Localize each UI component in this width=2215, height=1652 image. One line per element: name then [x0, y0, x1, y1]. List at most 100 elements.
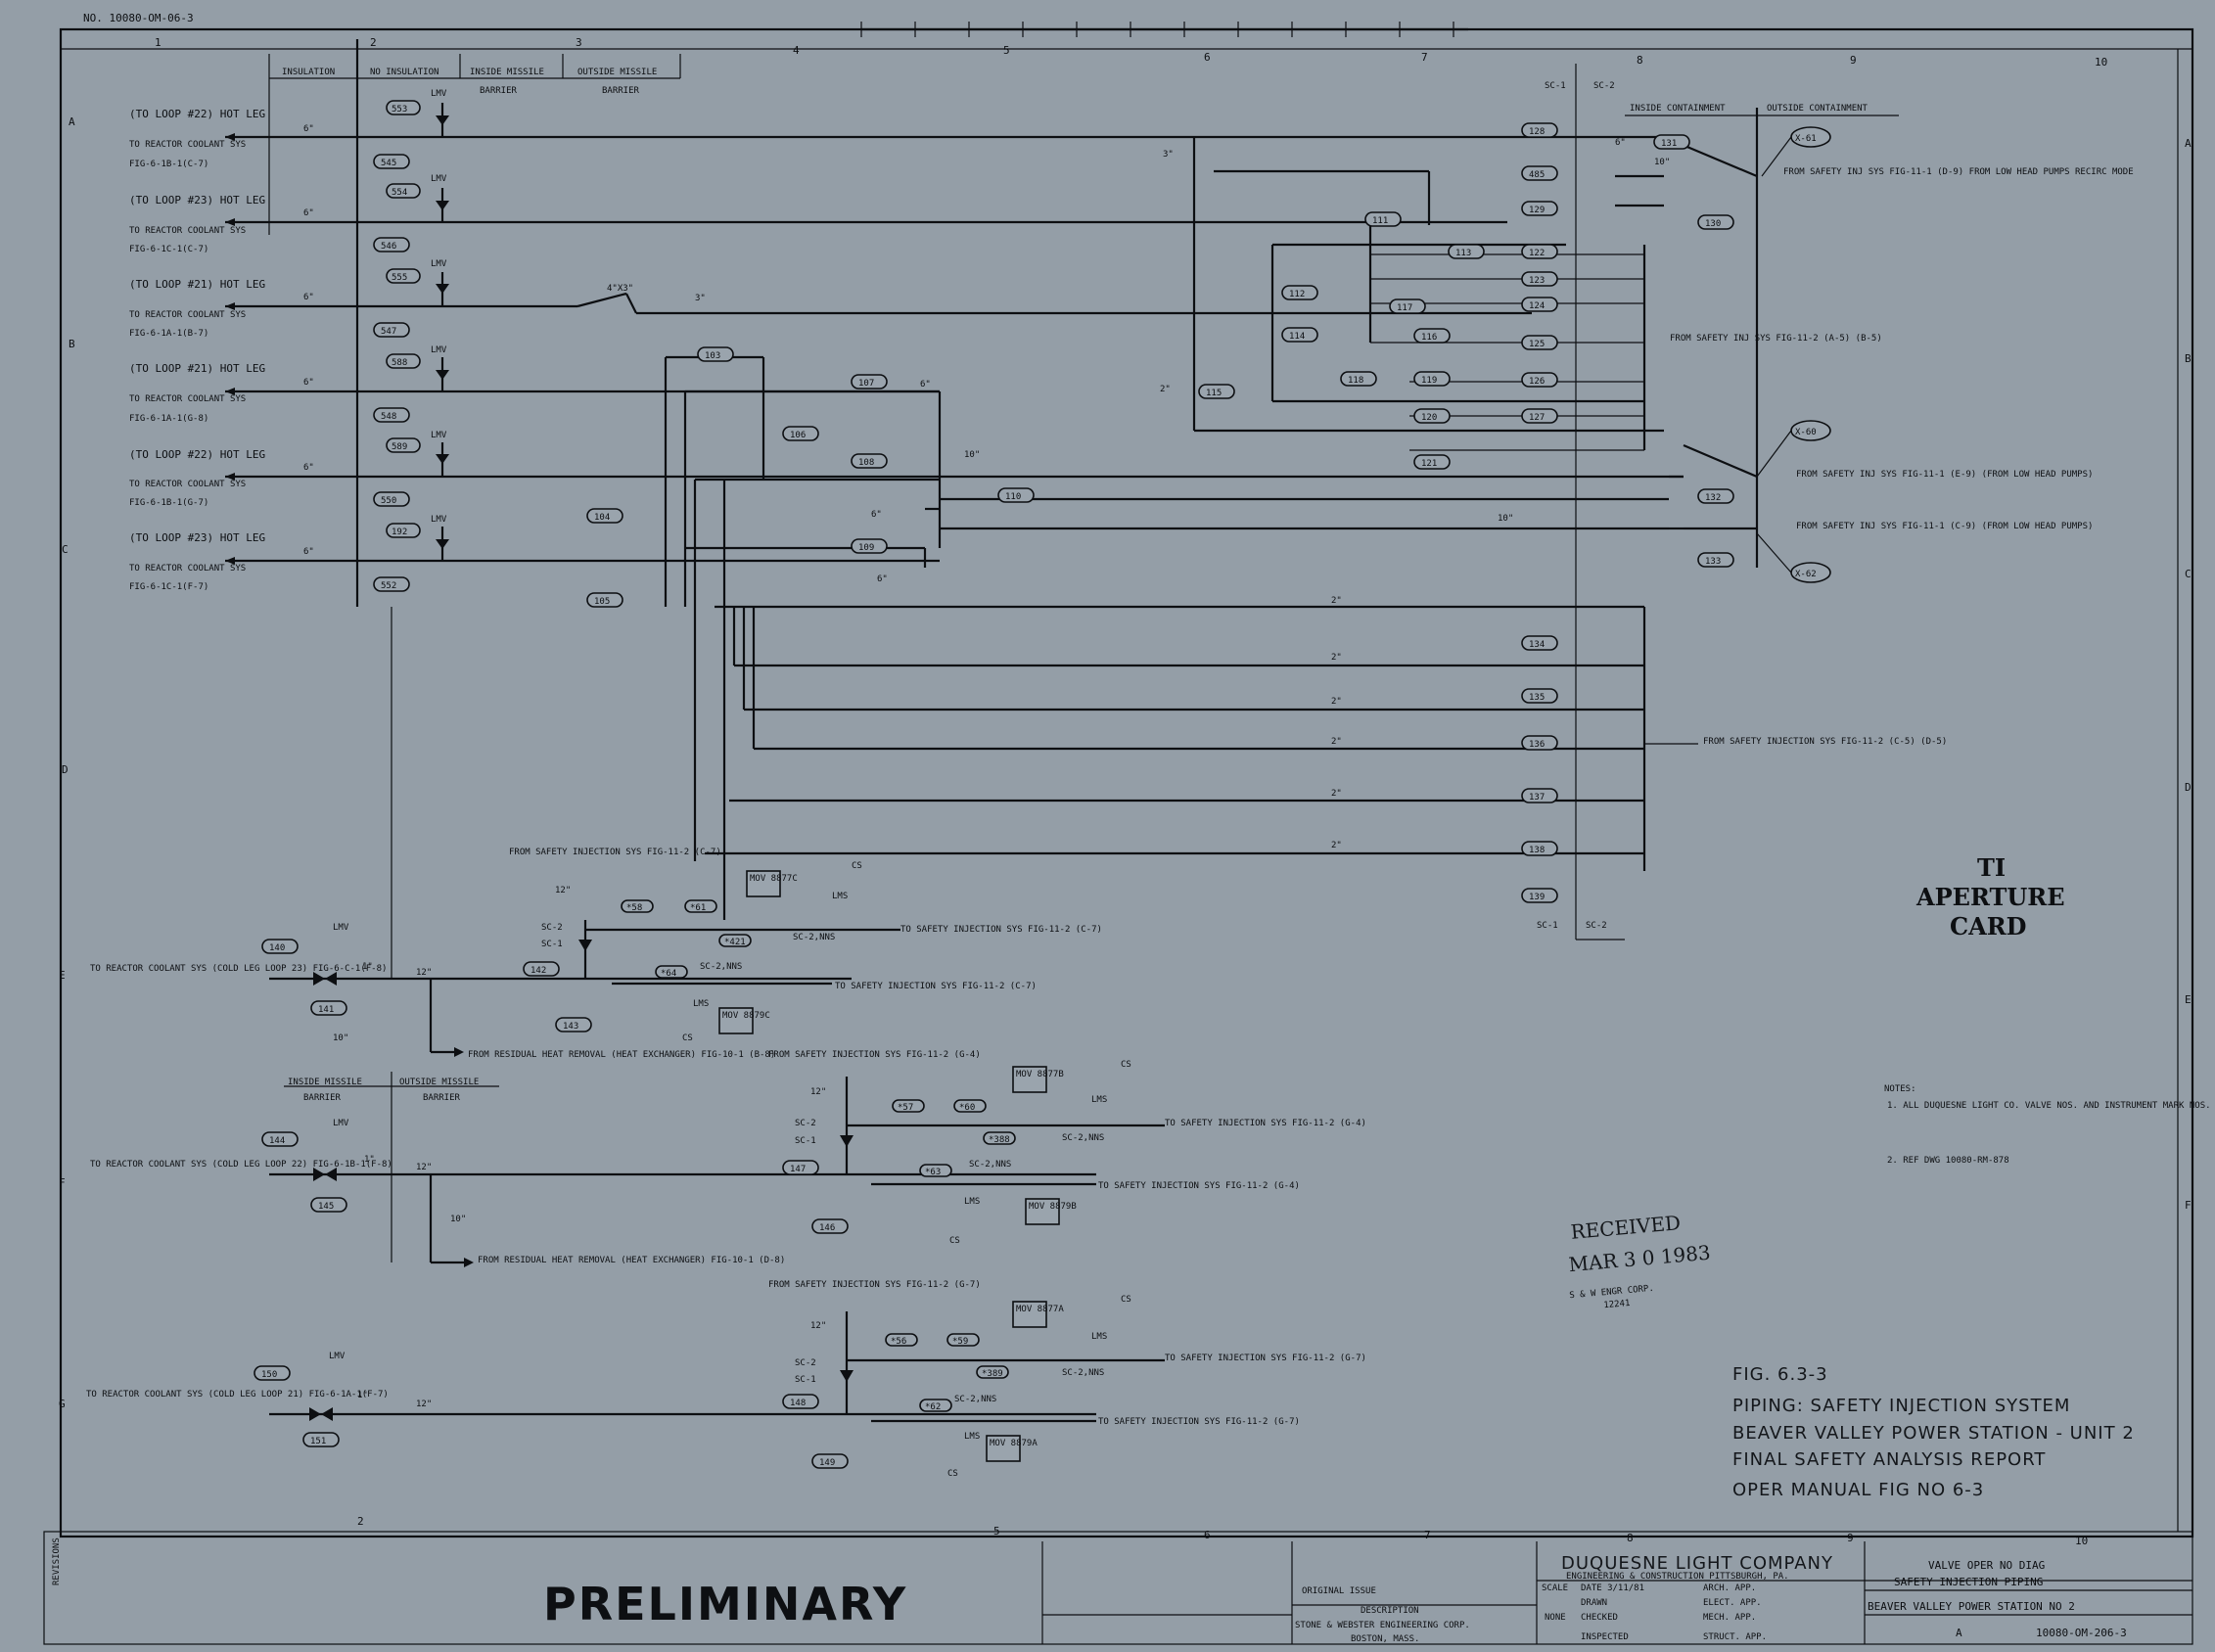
svg-text:103: 103 — [705, 351, 720, 361]
svg-text:MOV 8877A: MOV 8877A — [1016, 1305, 1064, 1314]
svg-text:*388: *388 — [989, 1135, 1010, 1145]
svg-text:9: 9 — [1847, 1532, 1854, 1544]
svg-text:TO SAFETY INJECTION SYS FIG-11: TO SAFETY INJECTION SYS FIG-11-2 (G-4) — [1165, 1119, 1366, 1128]
svg-text:BOSTON, MASS.: BOSTON, MASS. — [1351, 1634, 1419, 1644]
zone-numbers-bottom: 2 5 6 7 8 9 10 — [357, 1515, 2088, 1547]
svg-text:BEAVER VALLEY POWER STATION NO: BEAVER VALLEY POWER STATION NO 2 — [1868, 1600, 2075, 1613]
zone-letters-right: A B C D E F — [2185, 137, 2192, 1212]
svg-text:TO SAFETY INJECTION SYS FIG-11: TO SAFETY INJECTION SYS FIG-11-2 (G-7) — [1165, 1354, 1366, 1363]
svg-text:FROM RESIDUAL HEAT REMOVAL (HE: FROM RESIDUAL HEAT REMOVAL (HEAT EXCHANG… — [478, 1256, 785, 1265]
svg-text:X-62: X-62 — [1795, 570, 1817, 579]
svg-text:6": 6" — [920, 380, 931, 390]
svg-text:FINAL SAFETY ANALYSIS REPORT: FINAL SAFETY ANALYSIS REPORT — [1732, 1449, 2046, 1470]
cold-leg-valve-symbols — [309, 940, 854, 1421]
svg-text:DUQUESNE LIGHT COMPANY: DUQUESNE LIGHT COMPANY — [1561, 1553, 1833, 1574]
svg-text:2. REF DWG 10080-RM-878: 2. REF DWG 10080-RM-878 — [1887, 1156, 2009, 1166]
svg-text:TO REACTOR COOLANT SYS: TO REACTOR COOLANT SYS — [129, 310, 246, 320]
svg-text:A: A — [1956, 1627, 1962, 1639]
svg-text:12": 12" — [555, 886, 571, 895]
svg-text:8: 8 — [1637, 54, 1643, 67]
svg-text:10": 10" — [1654, 158, 1670, 167]
svg-text:148: 148 — [790, 1399, 806, 1408]
svg-text:TI: TI — [1977, 853, 2006, 882]
svg-text:ELECT. APP.: ELECT. APP. — [1703, 1598, 1762, 1608]
svg-text:CARD: CARD — [1950, 912, 2026, 941]
svg-text:SC-2,NNS: SC-2,NNS — [793, 933, 835, 942]
svg-text:555: 555 — [392, 273, 407, 283]
svg-text:FIG-6-1A-1(G-8): FIG-6-1A-1(G-8) — [129, 414, 208, 424]
svg-text:SC-2: SC-2 — [795, 1119, 816, 1128]
svg-text:1": 1" — [357, 1391, 368, 1400]
svg-text:150: 150 — [261, 1370, 277, 1380]
svg-text:485: 485 — [1529, 170, 1545, 180]
svg-text:553: 553 — [392, 105, 407, 115]
svg-text:C: C — [62, 543, 69, 556]
svg-text:STONE & WEBSTER ENGINEERING CO: STONE & WEBSTER ENGINEERING CORP. — [1295, 1621, 1470, 1630]
column-headers: INSULATION NO INSULATION INSIDE MISSILE … — [268, 39, 681, 607]
svg-text:INSULATION: INSULATION — [282, 68, 335, 77]
svg-text:10080-OM-206-3: 10080-OM-206-3 — [2036, 1627, 2127, 1639]
svg-text:BARRIER: BARRIER — [303, 1093, 342, 1103]
svg-text:116: 116 — [1421, 333, 1437, 343]
svg-text:139: 139 — [1529, 893, 1545, 902]
svg-text:SAFETY INJECTION PIPING: SAFETY INJECTION PIPING — [1894, 1576, 2043, 1588]
cold-leg-22: TO REACTOR COOLANT SYS (COLD LEG LOOP 22… — [90, 1050, 1366, 1265]
svg-text:10: 10 — [2095, 56, 2107, 69]
cold-leg-23: TO REACTOR COOLANT SYS (COLD LEG LOOP 23… — [90, 607, 1102, 1060]
svg-text:*63: *63 — [925, 1168, 941, 1177]
svg-text:1. ALL DUQUESNE LIGHT CO. VALV: 1. ALL DUQUESNE LIGHT CO. VALVE NOS. AND… — [1887, 1101, 2215, 1111]
svg-text:D: D — [62, 763, 69, 776]
svg-text:588: 588 — [392, 358, 407, 368]
svg-text:10: 10 — [2075, 1535, 2088, 1547]
svg-text:143: 143 — [563, 1022, 578, 1032]
svg-text:SC-2,NNS: SC-2,NNS — [1062, 1368, 1104, 1378]
svg-text:SC-1: SC-1 — [795, 1375, 816, 1385]
svg-text:3: 3 — [576, 36, 582, 49]
svg-text:INSIDE MISSILE: INSIDE MISSILE — [470, 68, 544, 77]
svg-text:FIG-6-1C-1(C-7): FIG-6-1C-1(C-7) — [129, 245, 208, 254]
aperture-card: TI APERTURE CARD — [1915, 853, 2065, 941]
svg-text:145: 145 — [318, 1202, 334, 1212]
svg-text:133: 133 — [1705, 557, 1721, 567]
svg-text:135: 135 — [1529, 693, 1545, 703]
svg-text:6": 6" — [303, 208, 314, 218]
svg-text:LMV: LMV — [431, 515, 447, 525]
svg-text:*61: *61 — [690, 903, 706, 913]
svg-text:4: 4 — [793, 44, 800, 57]
svg-text:112: 112 — [1289, 290, 1305, 299]
svg-text:138: 138 — [1529, 846, 1545, 855]
svg-text:126: 126 — [1529, 377, 1545, 387]
svg-text:12": 12" — [810, 1087, 826, 1097]
svg-text:CS: CS — [947, 1469, 958, 1479]
svg-text:BEAVER VALLEY POWER STATION -: BEAVER VALLEY POWER STATION - UNIT 2 — [1732, 1423, 2135, 1444]
received-stamp: RECEIVED MAR 3 0 1983 S & W ENGR CORP. 1… — [1568, 1211, 1712, 1310]
svg-text:120: 120 — [1421, 413, 1437, 423]
svg-text:INSPECTED: INSPECTED — [1581, 1632, 1629, 1642]
svg-text:119: 119 — [1421, 376, 1437, 386]
svg-text:TO REACTOR COOLANT SYS: TO REACTOR COOLANT SYS — [129, 480, 246, 489]
svg-text:BARRIER: BARRIER — [423, 1093, 461, 1103]
svg-text:TO SAFETY INJECTION SYS FIG-11: TO SAFETY INJECTION SYS FIG-11-2 (C-7) — [900, 925, 1102, 935]
svg-text:3": 3" — [1163, 150, 1174, 160]
svg-text:109: 109 — [858, 543, 874, 553]
svg-text:VALVE OPER NO DIAG: VALVE OPER NO DIAG — [1928, 1559, 2045, 1572]
svg-text:FROM SAFETY INJ SYS FIG-11-1 (: FROM SAFETY INJ SYS FIG-11-1 (D-9) FROM … — [1783, 167, 2134, 177]
svg-text:4"X3": 4"X3" — [607, 284, 633, 294]
svg-text:E: E — [59, 969, 66, 982]
svg-text:SC-2: SC-2 — [541, 923, 563, 933]
svg-text:128: 128 — [1529, 127, 1545, 137]
svg-text:2": 2" — [1331, 653, 1342, 663]
svg-text:*58: *58 — [626, 903, 642, 913]
svg-text:TO SAFETY INJECTION SYS FIG-11: TO SAFETY INJECTION SYS FIG-11-2 (G-7) — [1098, 1417, 1300, 1427]
two-inch-branches: 134 135 136 137 138 139 2" 2" 2" 2" 2" 2… — [509, 596, 1698, 941]
svg-text:(TO LOOP #22) HOT LEG: (TO LOOP #22) HOT LEG — [129, 108, 265, 120]
svg-text:OUTSIDE MISSILE: OUTSIDE MISSILE — [399, 1078, 479, 1087]
svg-text:146: 146 — [819, 1223, 835, 1233]
drawing-border — [59, 27, 2194, 1538]
svg-text:108: 108 — [858, 458, 874, 468]
zone-letters-left: A B C D E F G — [59, 115, 75, 1410]
svg-text:(TO LOOP #23) HOT LEG: (TO LOOP #23) HOT LEG — [129, 531, 265, 544]
svg-text:151: 151 — [310, 1437, 326, 1446]
svg-text:LMV: LMV — [431, 174, 447, 184]
